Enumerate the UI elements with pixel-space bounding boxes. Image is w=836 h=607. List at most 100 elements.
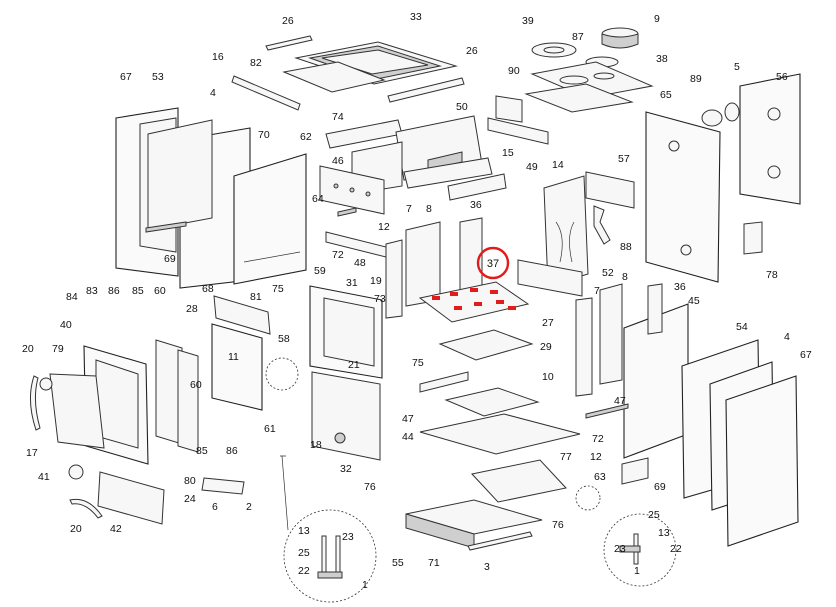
part-label: 67 xyxy=(120,71,132,83)
part-label: 69 xyxy=(654,481,666,493)
drawer-71 xyxy=(405,499,543,549)
part-label: 4 xyxy=(210,87,216,99)
part-label: 33 xyxy=(410,11,422,23)
part-label: 84 xyxy=(66,291,78,303)
rod-16 xyxy=(231,75,301,111)
part-label: 54 xyxy=(736,321,748,333)
part-label: 80 xyxy=(184,475,196,487)
part-label: 8 xyxy=(426,203,432,215)
part-label: 55 xyxy=(392,557,404,569)
plate-42 xyxy=(97,471,165,525)
tray-10 xyxy=(444,387,540,417)
part-label: 65 xyxy=(660,89,672,101)
bar-47 xyxy=(419,371,469,393)
part-label: 47 xyxy=(614,395,626,407)
highlight-ring xyxy=(476,246,510,280)
part-label: 18 xyxy=(310,439,322,451)
part-label: 85 xyxy=(196,445,208,457)
part-label: 26 xyxy=(282,15,294,27)
part-label: 47 xyxy=(402,413,414,425)
part-label: 69 xyxy=(164,253,176,265)
part-label: 6 xyxy=(212,501,218,513)
plate-15 xyxy=(403,157,493,189)
ring-39 xyxy=(531,42,577,58)
gasket-5 xyxy=(724,102,740,122)
plate-38 xyxy=(530,61,654,99)
part-label: 22 xyxy=(670,543,682,555)
part-labels: 26 33 39 9 87 16 82 26 38 90 67 53 4 74 … xyxy=(22,11,812,591)
part-label: 63 xyxy=(594,471,606,483)
part-label: 60 xyxy=(190,379,202,391)
part-label: 38 xyxy=(656,53,668,65)
part-label: 76 xyxy=(364,481,376,493)
rosette-41 xyxy=(68,464,84,480)
part-label: 45 xyxy=(688,295,700,307)
part-label: 25 xyxy=(298,547,310,559)
lid-9 xyxy=(601,27,639,49)
box-52 xyxy=(517,259,583,297)
part-label: 9 xyxy=(654,13,660,25)
part-label: 58 xyxy=(278,333,290,345)
box-77 xyxy=(471,459,567,503)
part-label: 77 xyxy=(560,451,572,463)
bracket-63 xyxy=(621,457,649,485)
part-label: 73 xyxy=(374,293,386,305)
rail-3 xyxy=(467,531,533,551)
gasket-89 xyxy=(701,109,723,127)
hook-88 xyxy=(593,205,611,245)
detail-circle-small-right xyxy=(575,485,601,511)
plate-78 xyxy=(743,221,763,255)
panel-4-left xyxy=(147,119,213,231)
part-label: 29 xyxy=(540,341,552,353)
part-label: 67 xyxy=(800,349,812,361)
part-label: 2 xyxy=(246,501,252,513)
part-label: 64 xyxy=(312,193,324,205)
ash-pan-6 xyxy=(201,477,245,495)
part-label: 89 xyxy=(690,73,702,85)
part-label: 27 xyxy=(542,317,554,329)
part-label: 8 xyxy=(622,271,628,283)
part-label: 50 xyxy=(456,101,468,113)
part-label: 40 xyxy=(60,319,72,331)
plate-68 xyxy=(213,295,271,335)
part-label: 17 xyxy=(26,447,38,459)
panel-7-right xyxy=(575,297,593,397)
grate-27 xyxy=(438,329,534,361)
part-label: 53 xyxy=(152,71,164,83)
part-label: 22 xyxy=(298,565,310,577)
part-label: 19 xyxy=(370,275,382,287)
part-label: 13 xyxy=(298,525,310,537)
part-label: 90 xyxy=(508,65,520,77)
part-label: 60 xyxy=(154,285,166,297)
part-label: 23 xyxy=(614,543,626,555)
panel-11 xyxy=(211,323,263,411)
poker-2 xyxy=(280,455,289,531)
part-label: 88 xyxy=(620,241,632,253)
panel-67-right xyxy=(725,375,799,547)
highlight-callout-37[interactable]: 37 xyxy=(476,246,510,280)
part-label: 7 xyxy=(594,285,600,297)
part-label: 7 xyxy=(406,203,412,215)
part-label: 85 xyxy=(132,285,144,297)
part-label: 87 xyxy=(572,31,584,43)
panel-70 xyxy=(233,153,307,285)
plate-82 xyxy=(282,61,386,93)
part-label: 21 xyxy=(348,359,360,371)
part-label: 13 xyxy=(658,527,670,539)
part-label: 59 xyxy=(314,265,326,277)
part-label: 78 xyxy=(766,269,778,281)
plate-57 xyxy=(585,171,635,209)
part-label: 26 xyxy=(466,45,478,57)
strip-69 xyxy=(145,221,187,233)
handle-20 xyxy=(30,375,41,431)
plate-14 xyxy=(543,175,589,287)
part-label: 86 xyxy=(226,445,238,457)
part-label: 74 xyxy=(332,111,344,123)
part-label: 72 xyxy=(592,433,604,445)
part-label: 36 xyxy=(674,281,686,293)
panel-7-center xyxy=(385,239,403,319)
part-label: 12 xyxy=(590,451,602,463)
knob-79 xyxy=(39,377,53,391)
part-label: 61 xyxy=(264,423,276,435)
